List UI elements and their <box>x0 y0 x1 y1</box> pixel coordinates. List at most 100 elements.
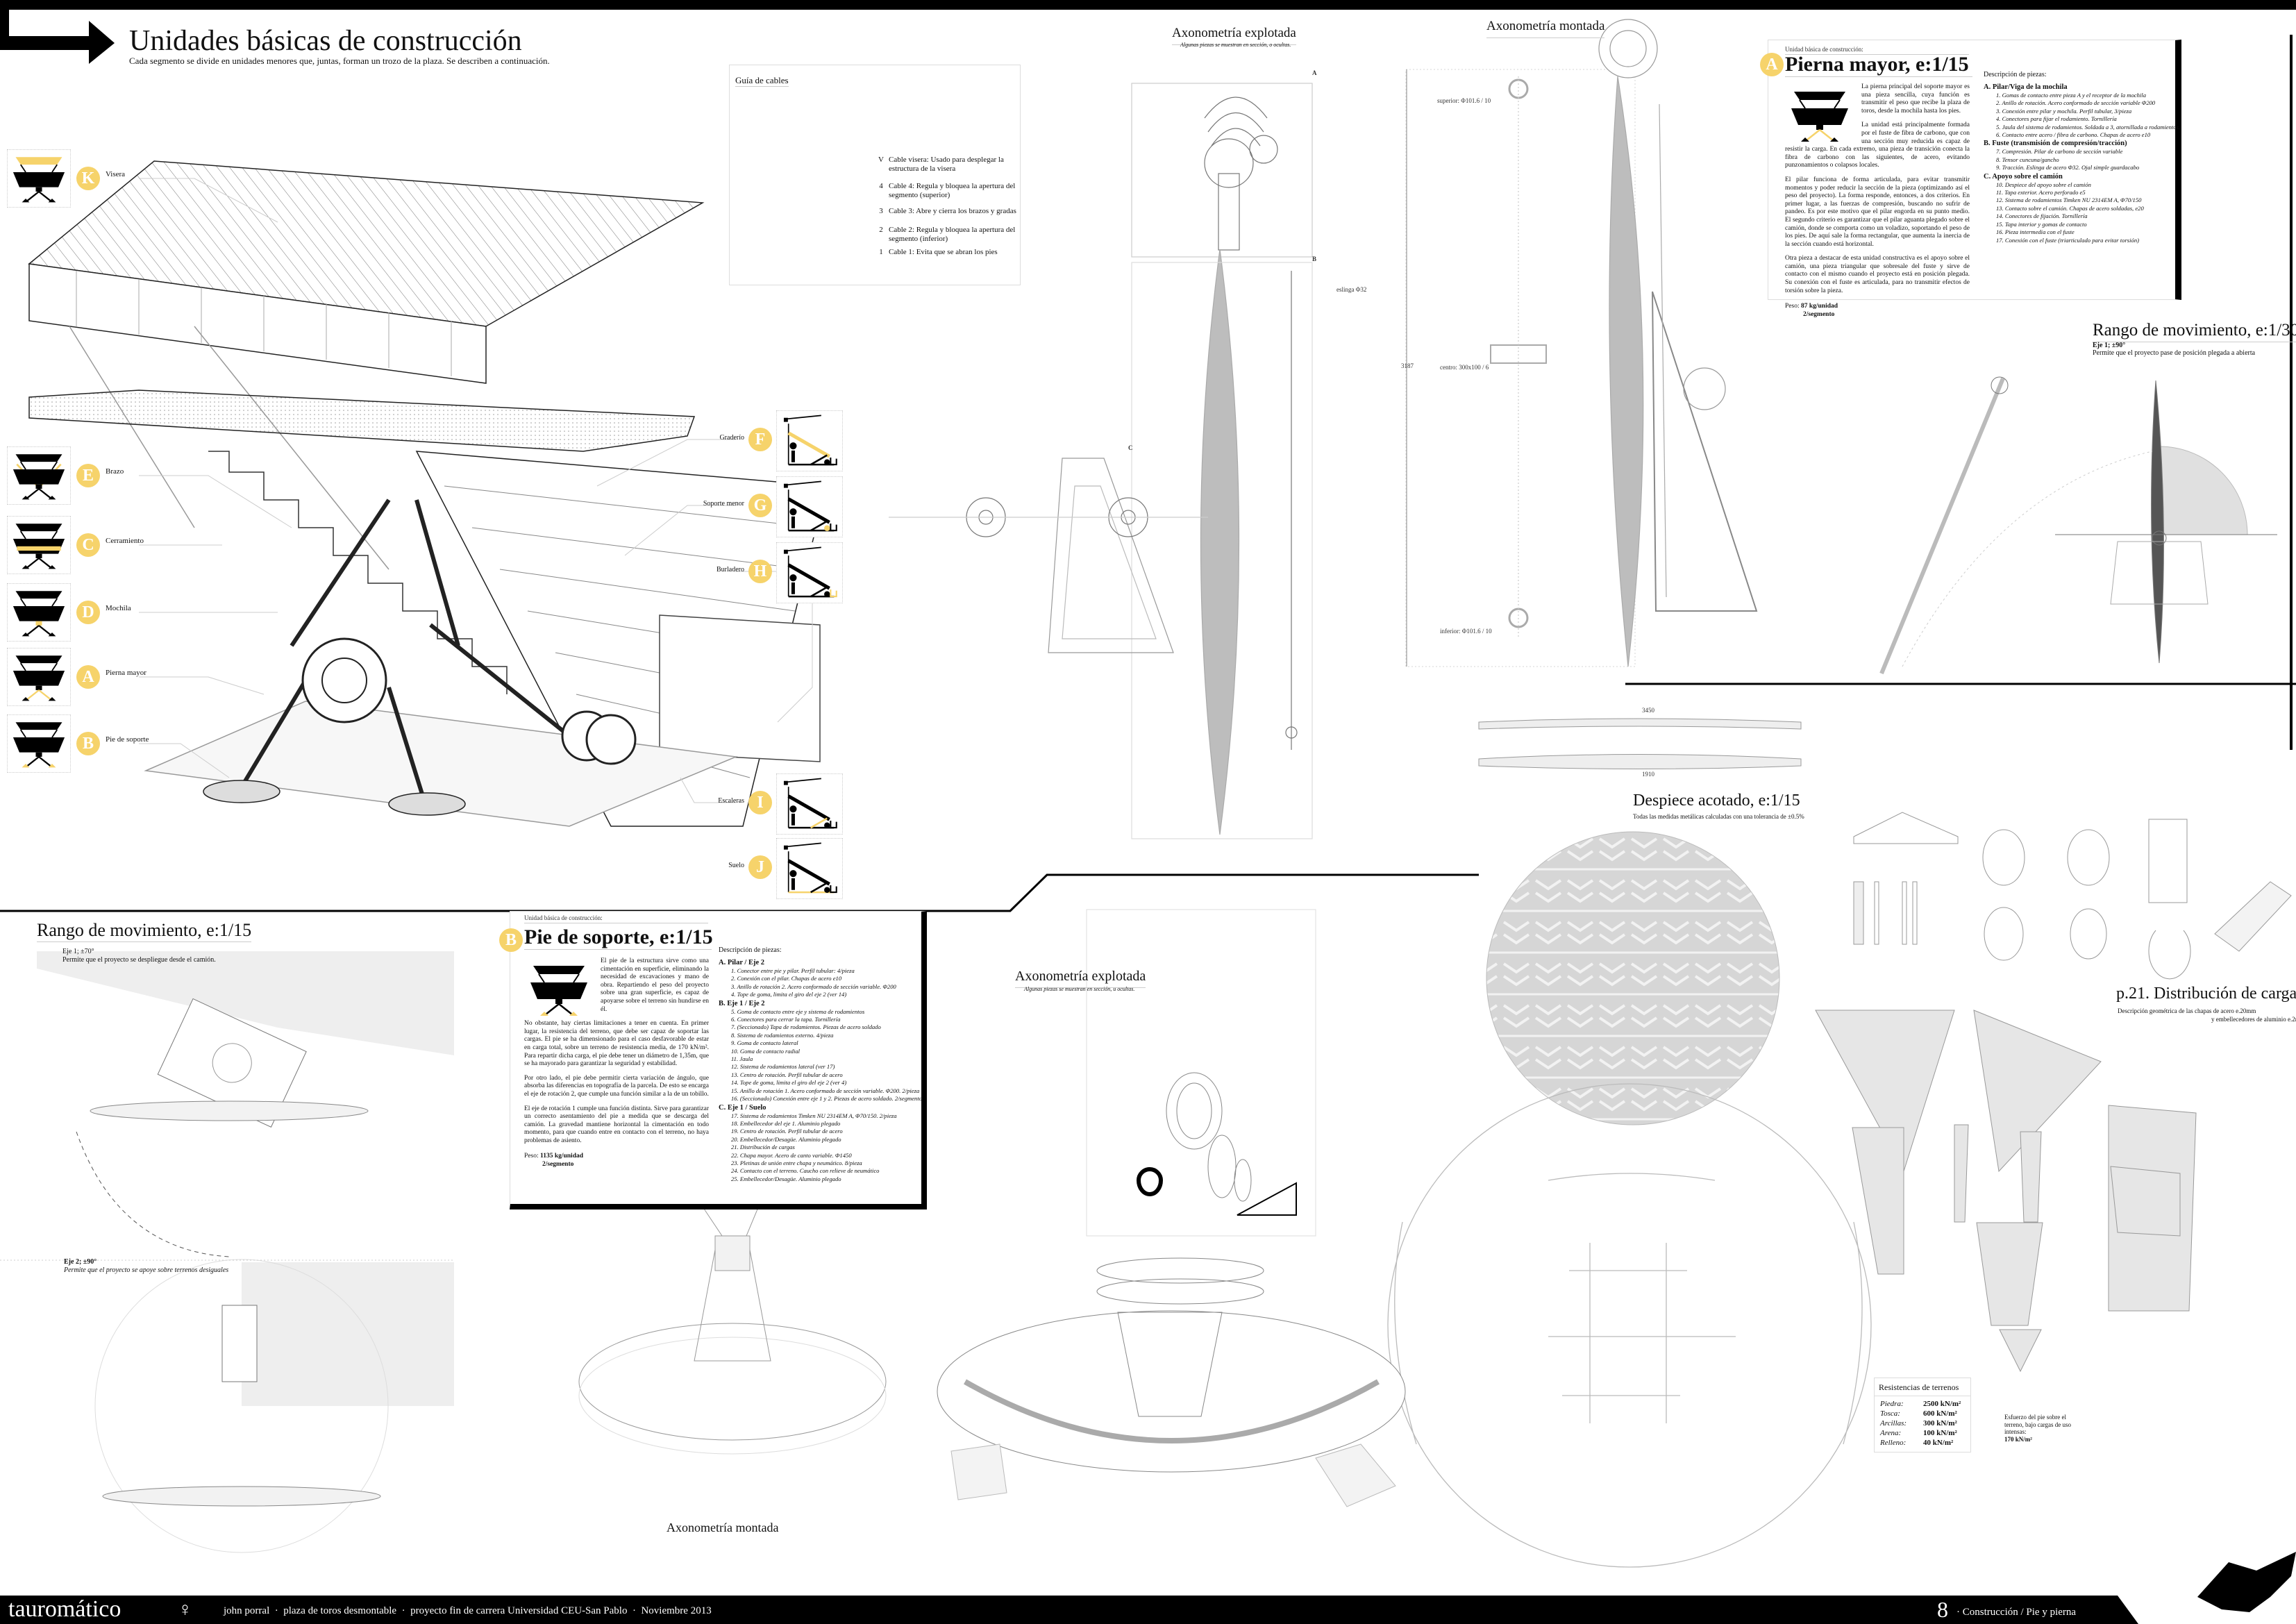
legend-badge: H <box>748 560 772 583</box>
piece-item: 16. (Seccionado) Conexión entre eje 1 y … <box>731 1095 923 1103</box>
dim-superior: superior: Φ101.6 / 10 <box>1437 97 1491 104</box>
unit-icon-pierna <box>1785 86 1854 144</box>
legend-label: Brazo <box>106 467 124 476</box>
location-pin-icon: ♀ <box>178 1599 192 1621</box>
legend-badge: B <box>76 732 100 755</box>
cargas-subtitle-2: y embellecedores de aluminio e.2mm <box>2211 1016 2296 1023</box>
pie-title: Pie de soporte, e:1/15 <box>524 926 713 950</box>
legend-label: Soporte menor <box>703 500 744 508</box>
axo-exploded-bottom-note: Algunas piezas se muestran en sección, u… <box>1024 986 1135 992</box>
leg-truck-support <box>1652 291 1758 612</box>
piece-item: 18. Embellecedor del eje 1. Aluminio ple… <box>731 1119 841 1127</box>
cable-text: Cable 2: Regula y bloquea la apertura de… <box>889 226 1016 243</box>
axo-mounted-bottom-title: Axonometría montada <box>667 1521 779 1534</box>
soil-name: Arena: <box>1880 1429 1902 1437</box>
range-left-axis2: Eje 2; ±90° <box>64 1258 97 1266</box>
piece-item: 11. Tapa exterior. Acero perforado e5 <box>1996 189 2086 196</box>
legend-badge: F <box>748 428 772 451</box>
legend-label: Pierna mayor <box>106 669 146 677</box>
pierna-mayor-card: Unidad básica de construcción: A Pierna … <box>1760 40 2181 318</box>
pierna-paragraph: La unidad está principalmente formada po… <box>1785 122 1970 169</box>
cable-guide-panel: Guía de cables <box>729 65 1021 285</box>
exploded-axonometry-foot <box>937 909 1406 1473</box>
piece-item: 7. (Seccionado) Tapa de rodamientos. Pie… <box>731 1023 881 1031</box>
piece-item: 11. Jaula <box>731 1055 753 1063</box>
stand-icon-f <box>776 410 843 471</box>
legend-badge: E <box>76 464 100 487</box>
weight-value: 1135 kg/unidad <box>539 1153 584 1160</box>
range-of-motion-1-15-drawing <box>0 951 454 1553</box>
cable-text: Cable 1: Evita que se abran los pies <box>889 248 998 256</box>
cable-guide-title: Guía de cables <box>735 75 789 87</box>
piece-item: 3. Anillo de rotación 2. Acero conformad… <box>731 982 896 990</box>
pierna-body: La pierna principal del soporte mayor es… <box>1785 83 1970 319</box>
support-legs <box>241 499 571 799</box>
piece-item: 6. Conectores para cerrar la tapa. Torni… <box>731 1016 841 1023</box>
cable-number: 2 <box>879 226 883 234</box>
piece-group-title: C. Eje 1 / Suelo <box>719 1103 766 1112</box>
footer-page-number: 8 <box>1937 1597 1948 1622</box>
range-left-axis1-desc: Permite que el proyecto se despliegue de… <box>62 956 216 964</box>
bearing-ring <box>1137 1167 1164 1196</box>
legend-label: Pie de soporte <box>106 735 149 744</box>
legend-badge: G <box>748 494 772 517</box>
soil-value: 300 kN/m² <box>1923 1419 1957 1428</box>
legend-badge: I <box>748 791 772 814</box>
piece-item: 4. Tope de goma, limita el giro del eje … <box>731 991 847 998</box>
soil-resistance-table: Resistencias de terrenos Piedra:2500 kN/… <box>1874 1378 1971 1453</box>
segment-isometric-drawing <box>28 160 827 827</box>
cable-number: 1 <box>879 248 883 256</box>
unit-icon-pie <box>7 714 71 773</box>
piece-item: 6. Contacto entre acero / fibra de carbo… <box>1996 131 2151 139</box>
dim-centro: centro: 300x100 / 6 <box>1440 364 1489 371</box>
legend-badge: D <box>76 601 100 624</box>
foot-disc <box>203 780 280 803</box>
cable-number: 3 <box>879 207 883 215</box>
range-left-title: Rango de movimiento, e:1/15 <box>37 921 252 942</box>
cable-number: V <box>878 156 884 164</box>
dim-eslinga: eslinga Φ32 <box>1336 286 1367 293</box>
piece-item: 3. Conexión entre pilar y mochila. Perfi… <box>1996 107 2132 115</box>
despiece-subtitle: Todas las medidas metálicas calculadas c… <box>1633 813 1804 820</box>
piece-item: 12. Sistema de rodamientos Timken NU 231… <box>1996 196 2142 204</box>
soil-name: Tosca: <box>1880 1409 1900 1418</box>
legend-badge: K <box>76 167 100 190</box>
piece-item: 13. Contacto sobre el camión. Chapas de … <box>1996 204 2144 212</box>
soil-row: Arena:100 kN/m² <box>1880 1428 1965 1438</box>
piece-item: 8. Tensor cuncuna/gancho <box>1996 156 2059 163</box>
unit-icon-cerramiento <box>7 516 71 574</box>
exploded-axonometry-top <box>889 83 1313 839</box>
pieces-title: Descripción de piezas: <box>1984 71 2047 78</box>
pie-badge: B <box>499 928 523 952</box>
piece-item: 25. Embellecedor/Desagüe. Aluminio plega… <box>731 1175 841 1182</box>
dim-width-top: 3450 <box>1642 707 1654 714</box>
soil-name: Piedra: <box>1880 1400 1904 1408</box>
pie-paragraph: El eje de rotación 1 cumple una función … <box>524 1105 709 1144</box>
dim-length: 3187 <box>1401 362 1414 369</box>
graderio-deck <box>28 390 696 452</box>
piece-item: 22. Chapa mayor. Acero de canto variable… <box>731 1151 852 1159</box>
section-c-marker: C <box>1128 444 1133 451</box>
piece-item: 9. Goma de contacto lateral <box>731 1039 798 1047</box>
piece-group-title: C. Apoyo sobre el camión <box>1984 172 2063 181</box>
piece-item: 20. Embellecedor/Desagüe. Aluminio plega… <box>731 1135 841 1143</box>
plate-fragments <box>950 1443 1396 1507</box>
piece-item: 8. Sistema de rodamientos externo. 4/pie… <box>731 1031 834 1039</box>
dim-inferior: inferior: Φ101.6 / 10 <box>1440 628 1492 635</box>
range-left-axis2-desc: Permite que el proyecto se apoye sobre t… <box>64 1266 229 1274</box>
pie-paragraph: Por otro lado, el pie debe permitir cier… <box>524 1074 709 1098</box>
legend-badge: C <box>76 533 100 557</box>
piece-item: 13. Centro de rotación. Perfil tubular d… <box>731 1071 843 1078</box>
cable-item: 1 Cable 1: Evita que se abran los pies <box>873 248 1019 260</box>
piece-item: 10. Goma de contacto radial <box>731 1047 801 1055</box>
plan-circle-drawing <box>1387 1083 1872 1568</box>
weight-label: Peso: <box>524 1153 539 1160</box>
piece-group-title: A. Pilar / Eje 2 <box>719 959 765 966</box>
piece-item: 14. Conectores de fijación. Tornillería <box>1996 212 2088 220</box>
section-a-marker: A <box>1312 69 1317 76</box>
axo-exploded-top-title: Axonometría explotada <box>1172 24 1296 45</box>
